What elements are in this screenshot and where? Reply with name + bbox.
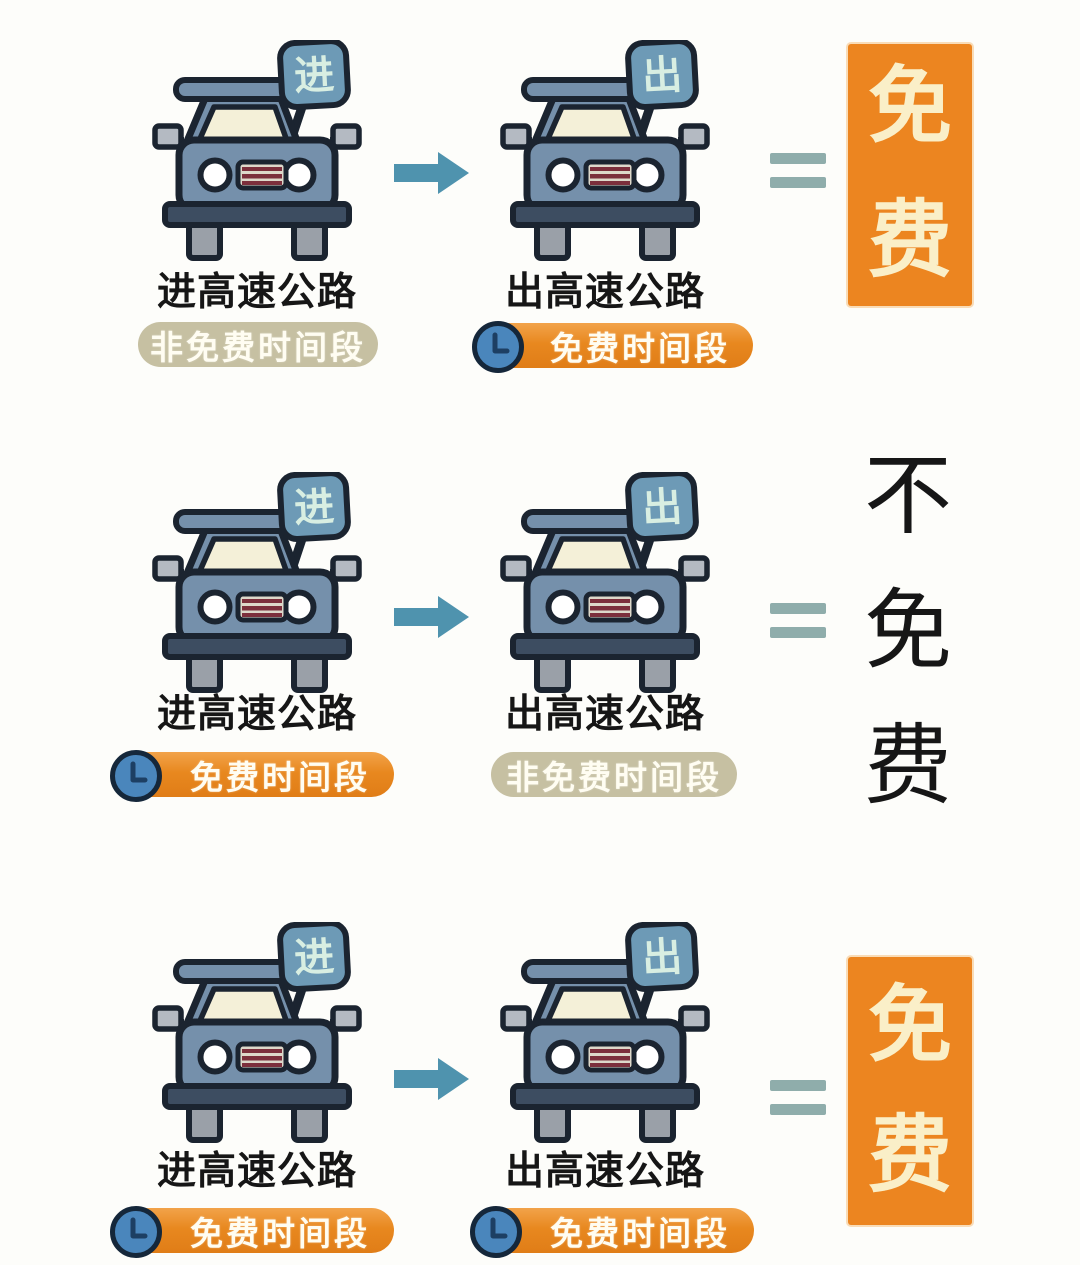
result-char: 免 [867,978,952,1072]
result-free-badge: 免 费 [848,957,972,1225]
car-icon: 进 [152,40,362,261]
entry-sign-badge: 进 [277,40,351,110]
car-icon: 进 [152,922,362,1143]
car-icon: 出 [500,922,710,1143]
time-period-badge: 非免费时间段 [138,322,378,367]
exit-highway-label: 出高速公路 [504,1150,705,1193]
clock-icon [110,1206,162,1258]
result-char: 免 [867,59,952,153]
entry-sign-char: 进 [293,53,335,99]
exit-sign-badge: 出 [625,40,699,110]
result-free-badge: 免 费 [848,44,972,306]
entry-sign-badge: 进 [277,922,351,992]
clock-icon [110,750,162,802]
result-char: 不 [863,446,952,545]
car-icon: 出 [500,40,710,261]
enter-highway-label: 进高速公路 [156,271,357,314]
entry-sign-char: 进 [293,485,335,531]
exit-sign-char: 出 [641,53,683,99]
enter-highway-label: 进高速公路 [156,693,357,736]
clock-icon [470,1206,522,1258]
result-char: 费 [867,1108,952,1202]
exit-sign-badge: 出 [625,472,699,542]
time-period-badge: 免费时间段 [126,752,394,797]
result-char: 费 [867,193,952,287]
arrow-right-icon [394,596,469,638]
result-char: 费 [863,716,952,815]
entry-sign-badge: 进 [277,472,351,542]
arrow-right-icon [394,152,469,194]
equals-icon [770,603,826,638]
exit-sign-badge: 出 [625,922,699,992]
equals-icon [770,1080,826,1115]
result-not-free-text: 不 免 费 [856,452,960,810]
equals-icon [770,153,826,188]
time-period-badge: 免费时间段 [486,1208,754,1253]
time-period-badge: 免费时间段 [487,323,753,368]
time-period-badge: 免费时间段 [126,1208,394,1253]
entry-sign-char: 进 [293,935,335,981]
arrow-right-icon [394,1058,469,1100]
result-char: 免 [863,581,952,680]
car-icon: 出 [500,472,710,693]
time-period-badge: 非免费时间段 [491,752,737,797]
car-icon: 进 [152,472,362,693]
exit-highway-label: 出高速公路 [504,693,705,736]
exit-sign-char: 出 [641,485,683,531]
exit-highway-label: 出高速公路 [504,271,705,314]
exit-sign-char: 出 [641,935,683,981]
enter-highway-label: 进高速公路 [156,1150,357,1193]
clock-icon [472,321,524,373]
